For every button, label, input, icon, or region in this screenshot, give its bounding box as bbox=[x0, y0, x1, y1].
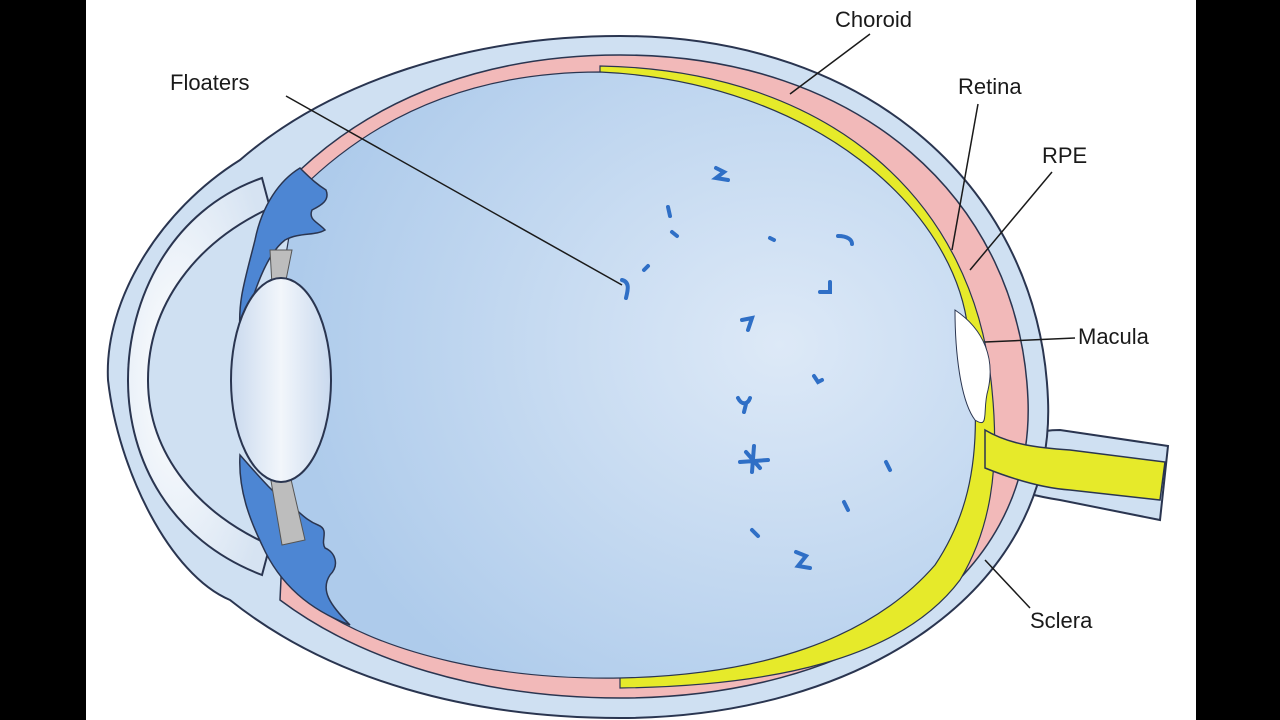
choroid-leader-line bbox=[789, 33, 871, 95]
optic-nerve bbox=[984, 428, 1166, 501]
macula-region bbox=[954, 309, 991, 423]
rpe-leader-line bbox=[969, 171, 1053, 271]
floater bbox=[666, 205, 672, 218]
label-retina: Retina bbox=[958, 74, 1022, 99]
label-macula: Macula bbox=[1078, 324, 1150, 349]
floater bbox=[738, 444, 770, 474]
label-choroid: Choroid bbox=[835, 7, 912, 32]
floater bbox=[750, 528, 760, 538]
floater bbox=[884, 460, 892, 472]
floater bbox=[736, 396, 752, 414]
floater bbox=[818, 280, 832, 294]
macula-leader-line bbox=[984, 337, 1076, 343]
retina-leader-line bbox=[951, 103, 979, 251]
floater bbox=[768, 236, 776, 242]
label-floaters: Floaters bbox=[170, 70, 249, 95]
floater bbox=[642, 264, 650, 272]
floater bbox=[842, 500, 850, 512]
floater bbox=[794, 550, 812, 570]
floater bbox=[812, 374, 824, 385]
lens bbox=[230, 277, 332, 483]
floater bbox=[711, 166, 730, 182]
floaters-group bbox=[620, 166, 892, 570]
cornea bbox=[126, 176, 272, 577]
iris-top bbox=[238, 167, 328, 331]
floaters-leader-line bbox=[285, 95, 623, 286]
floater bbox=[740, 315, 755, 332]
floater bbox=[620, 278, 630, 300]
sclera-leader-line bbox=[984, 559, 1031, 609]
floater bbox=[670, 230, 679, 238]
floater bbox=[836, 234, 854, 246]
label-sclera: Sclera bbox=[1030, 608, 1093, 633]
label-rpe: RPE bbox=[1042, 143, 1087, 168]
